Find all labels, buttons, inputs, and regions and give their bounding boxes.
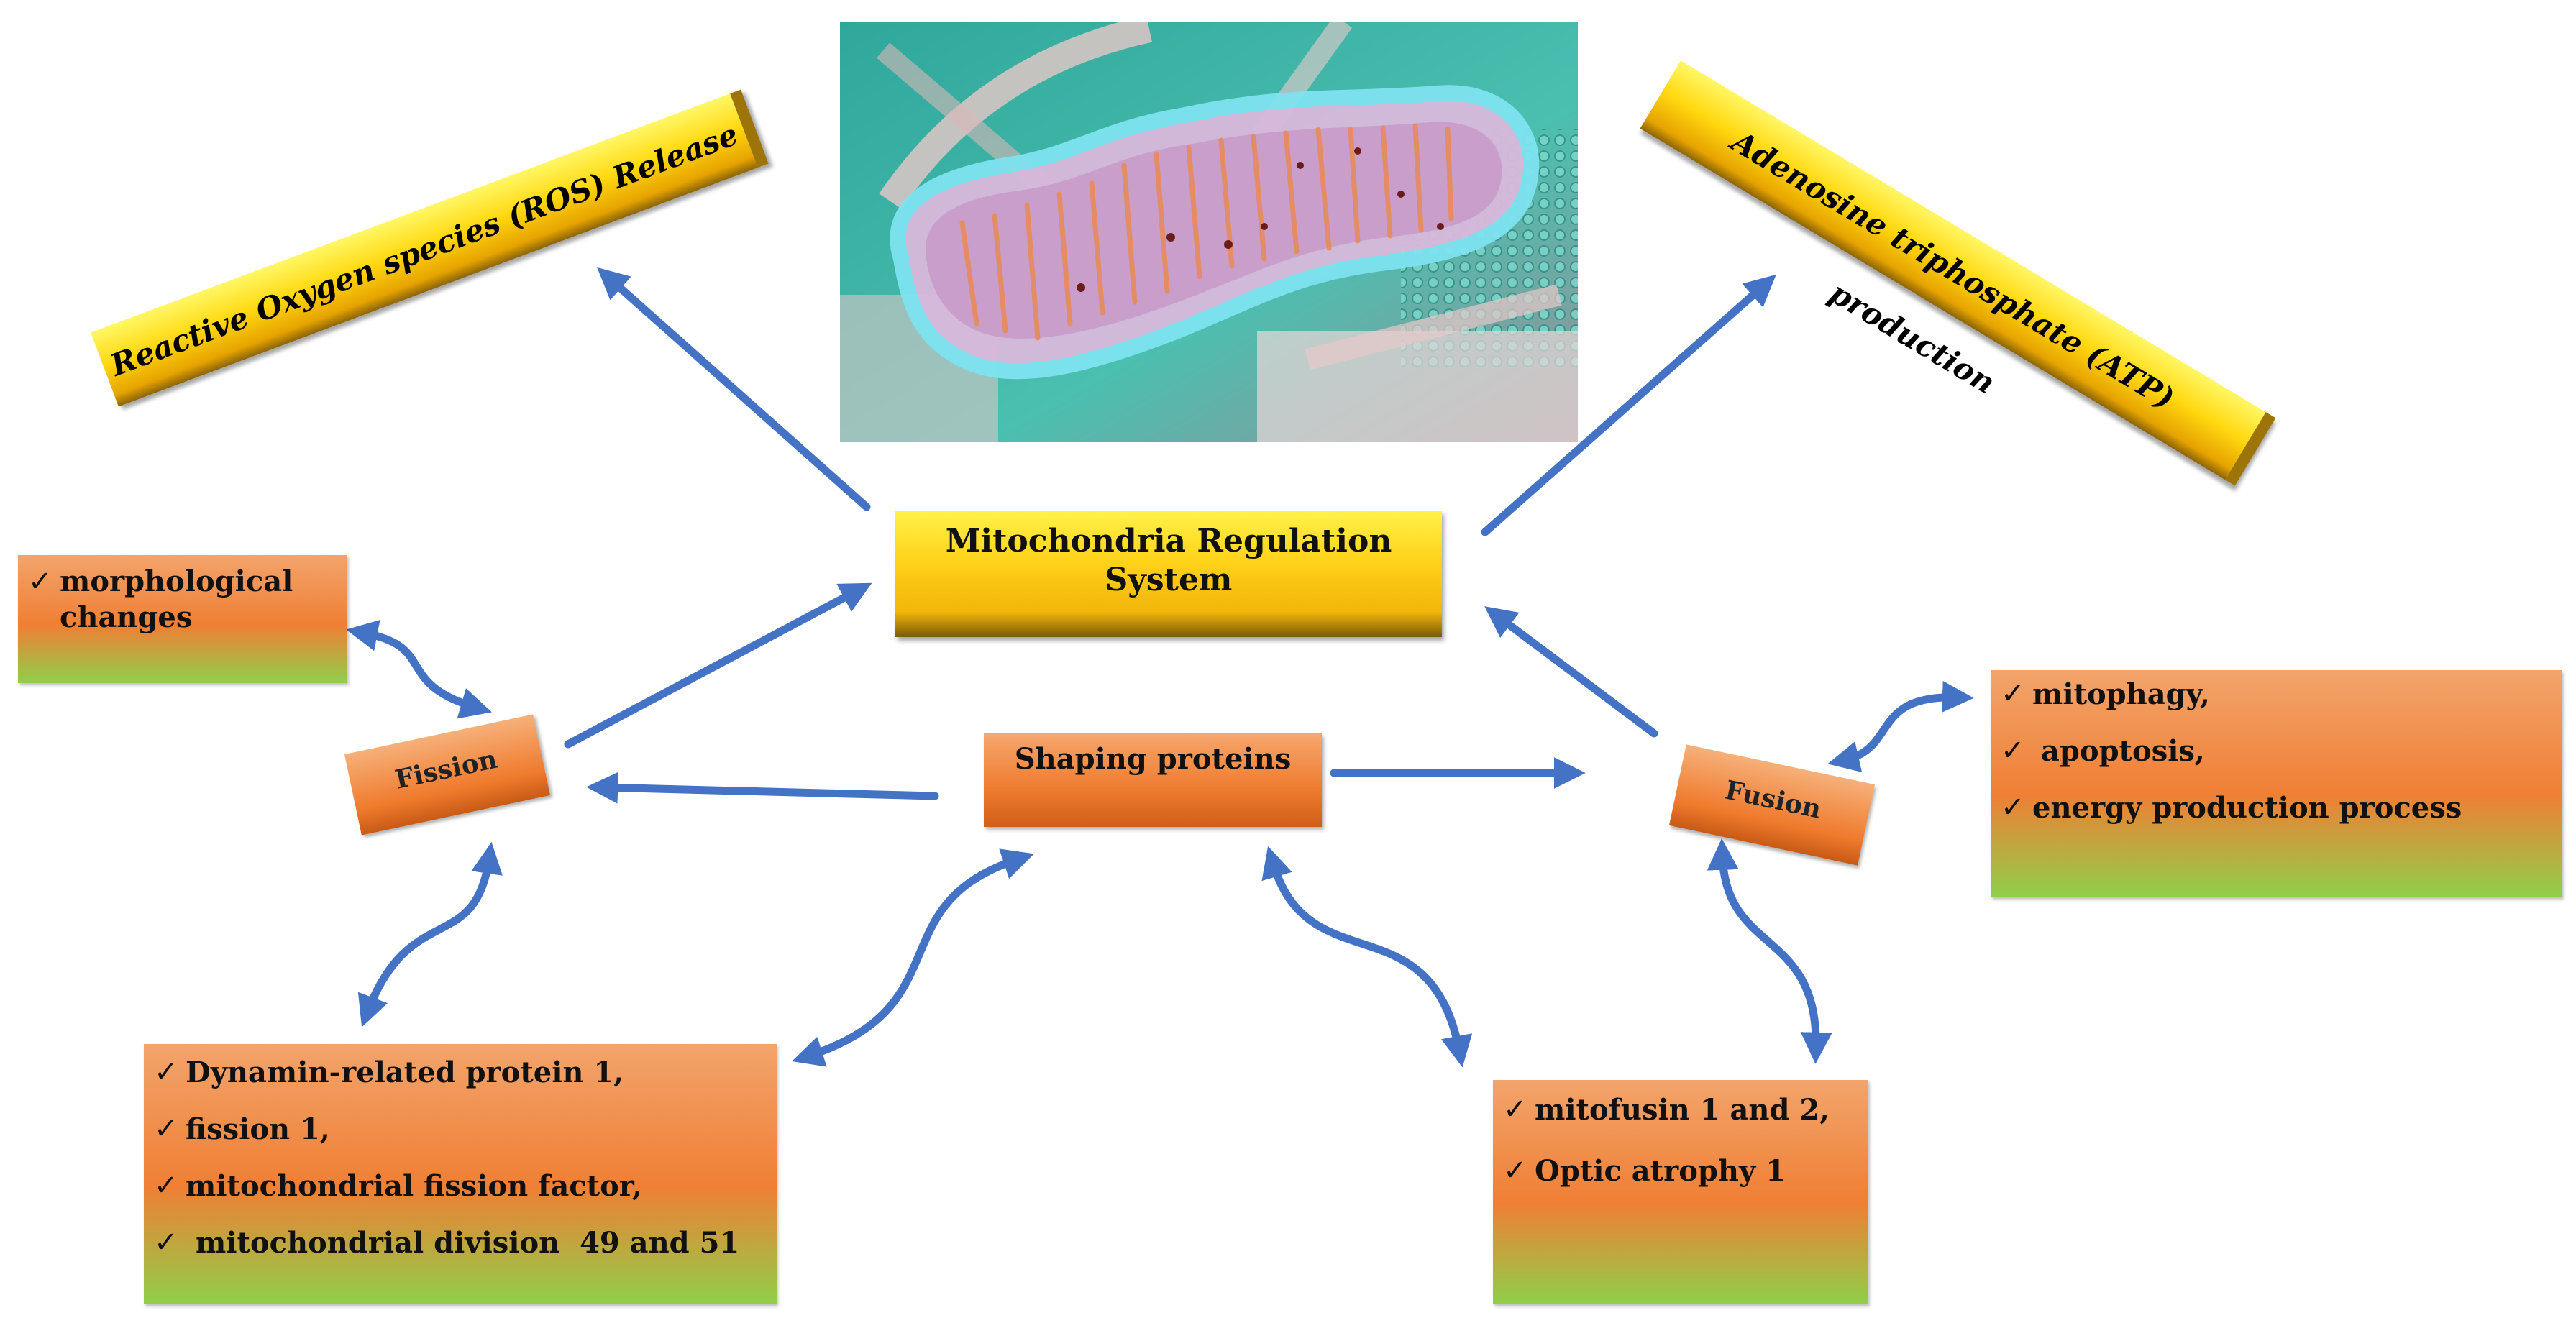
central-label-line2: System (1105, 562, 1233, 598)
arrow-central-to-atp (1481, 274, 1776, 536)
list-item: morphological changes (18, 564, 297, 636)
arrow-fission-to-central (564, 582, 872, 749)
arrow-fusion-list (1707, 838, 1832, 1064)
list-item: Dynamin-related protein 1, (144, 1056, 777, 1089)
mitochondria-regulation-system-box: Mitochondria Regulation System (895, 511, 1442, 637)
list-item: energy production process (1991, 791, 2562, 825)
central-label-line1: Mitochondria Regulation (945, 523, 1392, 559)
mitochondrion-illustration (840, 22, 1578, 442)
arrow-shaping-fusionlist (1261, 846, 1473, 1068)
list-item: fission 1, (144, 1112, 777, 1146)
shaping-proteins-label: Shaping proteins (1014, 742, 1292, 776)
arrow-fission-list (357, 842, 503, 1028)
mitochondrion-image (840, 22, 1578, 442)
list-item: mitofusin 1 and 2, (1493, 1093, 1868, 1127)
list-item: mitophagy, (1991, 677, 2562, 711)
list-item: Optic atrophy 1 (1493, 1154, 1868, 1188)
arrow-shaping-to-fission (586, 772, 939, 804)
morphological-changes-box: morphological changes (18, 555, 347, 683)
fusion-proteins-box: mitofusin 1 and 2, Optic atrophy 1 (1493, 1080, 1868, 1304)
arrow-shaping-fissionlist (792, 848, 1034, 1067)
list-item: mitochondrial division 49 and 51 (144, 1226, 777, 1260)
fusion-effects-box: mitophagy, apoptosis, energy production … (1991, 670, 2562, 897)
arrow-morph-fission (346, 620, 493, 719)
list-item: mitochondrial fission factor, (144, 1169, 777, 1203)
fission-proteins-box: Dynamin-related protein 1, fission 1, mi… (144, 1044, 777, 1304)
arrow-fusion-effects (1827, 681, 1974, 773)
shaping-proteins-box: Shaping proteins (984, 733, 1322, 827)
arrow-central-to-ros (597, 267, 871, 511)
arrow-fusion-to-central (1484, 606, 1658, 738)
list-item: apoptosis, (1991, 734, 2562, 768)
